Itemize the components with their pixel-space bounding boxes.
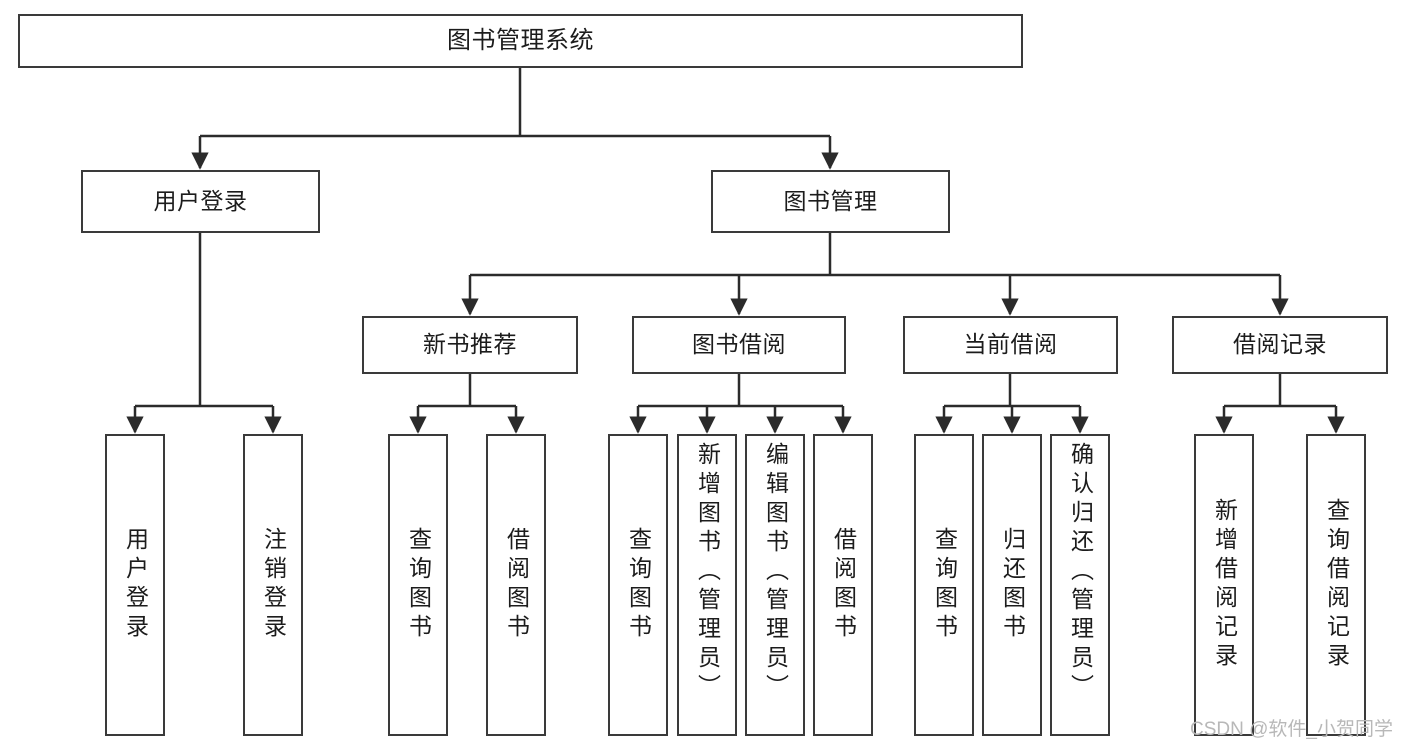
node-leaf-return-book-label: 归还图书 bbox=[999, 527, 1026, 643]
node-leaf-edit-book[interactable]: 编辑图书（管理员） bbox=[745, 434, 805, 736]
node-borrow-record[interactable]: 借阅记录 bbox=[1172, 316, 1388, 374]
node-leaf-query-book-1[interactable]: 查询图书 bbox=[388, 434, 448, 736]
node-leaf-add-book[interactable]: 新增图书（管理员） bbox=[677, 434, 737, 736]
node-leaf-borrow-book-2[interactable]: 借阅图书 bbox=[813, 434, 873, 736]
node-leaf-add-book-label: 新增图书（管理员） bbox=[694, 442, 721, 703]
node-leaf-query-book-2[interactable]: 查询图书 bbox=[608, 434, 668, 736]
node-book-borrow-label: 图书借阅 bbox=[692, 331, 786, 358]
node-new-book-recommend-label: 新书推荐 bbox=[423, 331, 517, 358]
node-leaf-borrow-book-1[interactable]: 借阅图书 bbox=[486, 434, 546, 736]
node-leaf-edit-book-label: 编辑图书（管理员） bbox=[762, 442, 789, 703]
node-leaf-query-record-label: 查询借阅记录 bbox=[1323, 498, 1350, 672]
node-book-manage[interactable]: 图书管理 bbox=[711, 170, 950, 233]
node-book-manage-label: 图书管理 bbox=[783, 187, 878, 214]
node-leaf-query-book-1-label: 查询图书 bbox=[405, 527, 432, 643]
node-leaf-return-book[interactable]: 归还图书 bbox=[982, 434, 1042, 736]
node-leaf-query-book-2-label: 查询图书 bbox=[625, 527, 652, 643]
node-leaf-query-book-3[interactable]: 查询图书 bbox=[914, 434, 974, 736]
node-leaf-query-book-3-label: 查询图书 bbox=[931, 527, 958, 643]
node-borrow-record-label: 借阅记录 bbox=[1233, 331, 1327, 358]
node-user-login[interactable]: 用户登录 bbox=[81, 170, 320, 233]
node-user-login-label: 用户登录 bbox=[153, 187, 248, 214]
node-new-book-recommend[interactable]: 新书推荐 bbox=[362, 316, 578, 374]
node-leaf-borrow-book-1-label: 借阅图书 bbox=[503, 527, 530, 643]
node-root-label: 图书管理系统 bbox=[447, 26, 594, 54]
node-leaf-query-record[interactable]: 查询借阅记录 bbox=[1306, 434, 1366, 736]
node-leaf-confirm-return[interactable]: 确认归还（管理员） bbox=[1050, 434, 1110, 736]
node-leaf-confirm-return-label: 确认归还（管理员） bbox=[1067, 442, 1094, 703]
node-leaf-user-logout[interactable]: 注销登录 bbox=[243, 434, 303, 736]
node-leaf-borrow-book-2-label: 借阅图书 bbox=[830, 527, 857, 643]
node-current-borrow[interactable]: 当前借阅 bbox=[903, 316, 1118, 374]
node-leaf-user-login-label: 用户登录 bbox=[122, 527, 149, 643]
node-current-borrow-label: 当前借阅 bbox=[963, 331, 1058, 358]
node-root[interactable]: 图书管理系统 bbox=[18, 14, 1023, 68]
csdn-watermark: CSDN @软件_小贺同学 bbox=[1190, 719, 1393, 740]
node-leaf-add-record[interactable]: 新增借阅记录 bbox=[1194, 434, 1254, 736]
node-leaf-user-logout-label: 注销登录 bbox=[260, 527, 287, 643]
node-book-borrow[interactable]: 图书借阅 bbox=[632, 316, 846, 374]
node-leaf-user-login[interactable]: 用户登录 bbox=[105, 434, 165, 736]
node-leaf-add-record-label: 新增借阅记录 bbox=[1211, 498, 1238, 672]
